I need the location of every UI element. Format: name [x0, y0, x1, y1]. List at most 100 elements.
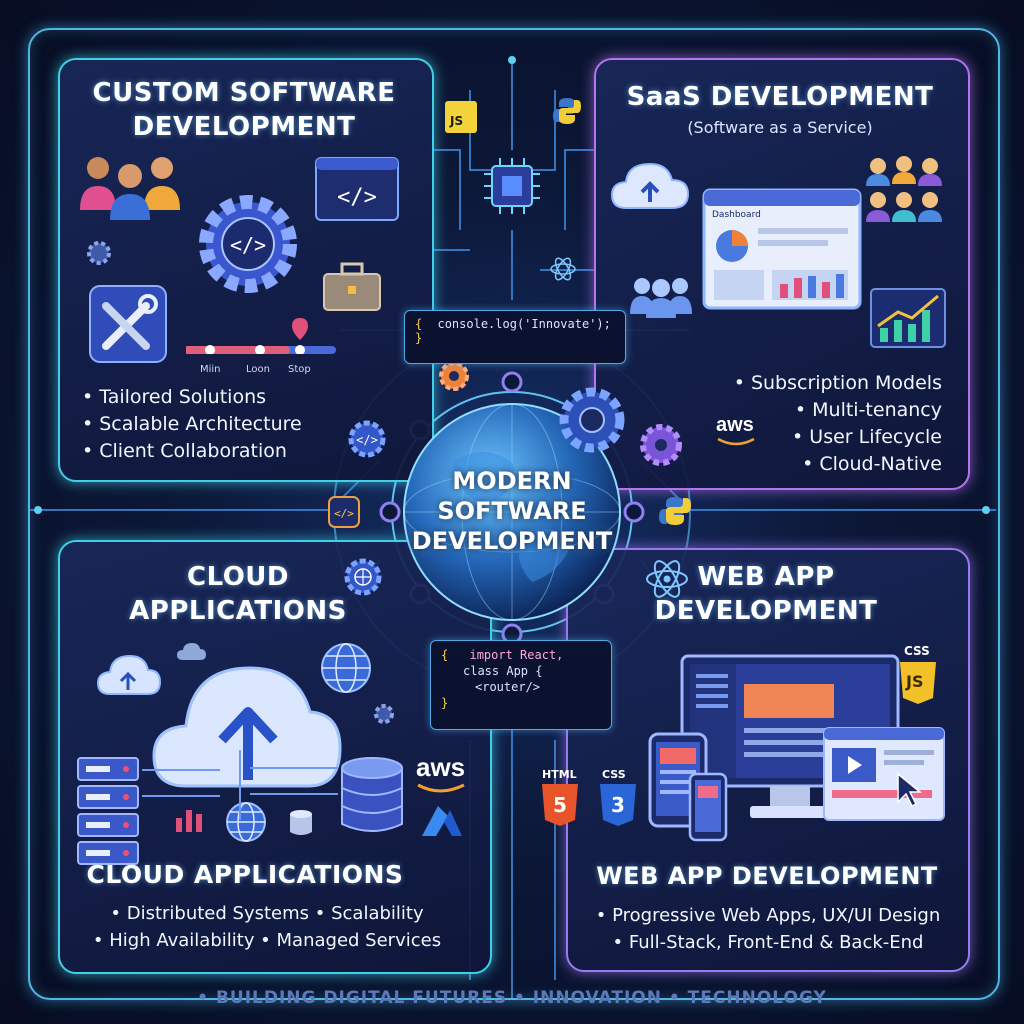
webapp-bullet: • Full-Stack, Front-End & Back-End [612, 932, 924, 953]
python-icon [659, 497, 691, 525]
saas-bullet: • User Lifecycle [792, 426, 942, 448]
custom-bullet: • Scalable Architecture [82, 413, 302, 435]
custom-title-line2: DEVELOPMENT [132, 112, 356, 142]
svg-text:5: 5 [553, 793, 567, 817]
code-top-text: console.log('Innovate'); [437, 317, 611, 331]
svg-text:</>: </> [356, 433, 378, 447]
webapp-bullet: • Progressive Web Apps, UX/UI Design [595, 905, 941, 926]
webapp-title-repeat: WEB APP DEVELOPMENT [596, 862, 938, 890]
cloud-bullets: • Distributed Systems • Scalability • Hi… [82, 900, 452, 954]
dashboard-window-icon [702, 188, 862, 310]
saas-subtitle: (Software as a Service) [687, 118, 873, 137]
footer-tagline: • BUILDING DIGITAL FUTURES • INNOVATION … [197, 988, 827, 1008]
cloud-title-repeat: CLOUD APPLICATIONS [86, 860, 404, 889]
code-bot-open: { [441, 648, 449, 662]
server-rack-icon [77, 757, 139, 865]
code-bot-line1: import React, [469, 648, 564, 662]
main-code-gear-icon: </> [199, 195, 297, 293]
cloud-bullet: • High Availability • Managed Services [92, 930, 442, 951]
purple-gear-icon [640, 424, 682, 466]
code-snippet-top: { console.log('Innovate'); } [404, 310, 626, 364]
cloud-small-gear-icon [374, 704, 394, 724]
phone-icon [688, 772, 728, 842]
custom-bullet: • Client Collaboration [82, 440, 287, 462]
webapp-title-line2: DEVELOPMENT [654, 596, 878, 626]
code-bot-line2: class App { [463, 664, 543, 678]
timeline-label-2: Loon [246, 364, 270, 375]
webapp-bullets: • Progressive Web Apps, UX/UI Design • F… [572, 902, 964, 956]
js-badge-label: JS [450, 114, 464, 128]
custom-title-line1: CUSTOM SOFTWARE [92, 78, 396, 108]
timeline-label-1: Miin [200, 364, 221, 375]
cloud-title-line2: APPLICATIONS [129, 596, 347, 626]
css-label: CSS [602, 768, 626, 781]
tools-icon [89, 285, 167, 363]
code-snippet-bottom: { import React, class App { <router/> } [430, 640, 612, 730]
custom-bullet: • Tailored Solutions [82, 386, 267, 408]
html5-shield-icon: 5 [542, 784, 578, 826]
database-icon [341, 757, 403, 832]
saas-title: SaaS DEVELOPMENT [626, 82, 934, 112]
code-window-icon: </> [315, 157, 399, 221]
browser-video-icon [823, 727, 945, 821]
azure-icon [422, 806, 462, 836]
svg-text:3: 3 [611, 793, 625, 817]
timeline-label-3: Stop [288, 364, 311, 375]
tiny-cloud-icon [177, 643, 206, 660]
saas-bullet: • Subscription Models [733, 372, 942, 394]
atom-icon [550, 257, 576, 281]
globe-icon [403, 403, 621, 621]
cloud-title-line1: CLOUD [186, 562, 290, 592]
bar-chart-small-icon [176, 810, 202, 832]
mini-database-icon [290, 810, 312, 835]
cloud-aws-smile-icon [417, 783, 465, 793]
code-bot-close: } [441, 696, 449, 710]
center-title: MODERN SOFTWARE DEVELOPMENT [380, 466, 644, 556]
web-globe-icon [226, 802, 266, 842]
python-top-icon [553, 98, 581, 124]
svg-text:</>: </> [337, 185, 377, 210]
webapp-js-label: JS [906, 672, 924, 691]
html-label: HTML [542, 768, 577, 781]
team-users-icon [80, 157, 180, 220]
cpu-chip-icon [484, 158, 540, 214]
saas-bullets: • Subscription Models • Multi-tenancy • … [734, 370, 942, 478]
saas-aws-logo: aws [716, 414, 754, 436]
globe-network-icon [321, 643, 371, 693]
code-top-close: } [415, 331, 423, 345]
react-icon [646, 560, 688, 598]
saas-bullet: • Multi-tenancy [794, 399, 942, 421]
svg-text:</>: </> [230, 233, 266, 257]
big-cloud-upload-icon [152, 666, 342, 788]
outer-frame [28, 28, 1000, 1000]
saas-bullet: • Cloud-Native [802, 453, 942, 475]
center-title-line3: DEVELOPMENT [411, 527, 613, 555]
custom-bullets: • Tailored Solutions • Scalable Architec… [82, 384, 302, 465]
users-group-icon [866, 156, 942, 222]
growth-chart-icon [870, 288, 946, 348]
webapp-css-top-label: CSS [904, 644, 930, 658]
toolbox-icon [323, 262, 381, 311]
cloud-bullet: • Distributed Systems • Scalability [110, 903, 424, 924]
dashboard-label: Dashboard [712, 210, 761, 220]
js-badge-icon [445, 101, 477, 133]
large-gear-icon [559, 387, 625, 453]
code-top-open: { [415, 317, 423, 331]
team-icon [630, 278, 692, 318]
globe-gear-icon [344, 558, 382, 596]
small-cloud-icon [96, 654, 162, 695]
orange-gear-icon [439, 361, 469, 391]
js-shield-icon [900, 662, 936, 704]
small-gear-icon [87, 241, 111, 265]
code-chip-icon: </> [328, 496, 360, 528]
cloud-aws-logo: aws [416, 752, 466, 782]
cloud-connectors [142, 750, 338, 820]
webapp-title-line1: WEB APP [697, 562, 835, 592]
code-bot-line3: <router/> [475, 680, 541, 694]
cloud-title: CLOUD APPLICATIONS [58, 560, 418, 628]
center-title-line1: MODERN [452, 467, 572, 495]
svg-text:</>: </> [334, 507, 354, 520]
saas-panel [594, 58, 970, 490]
css3-shield-icon: 3 [600, 784, 636, 826]
